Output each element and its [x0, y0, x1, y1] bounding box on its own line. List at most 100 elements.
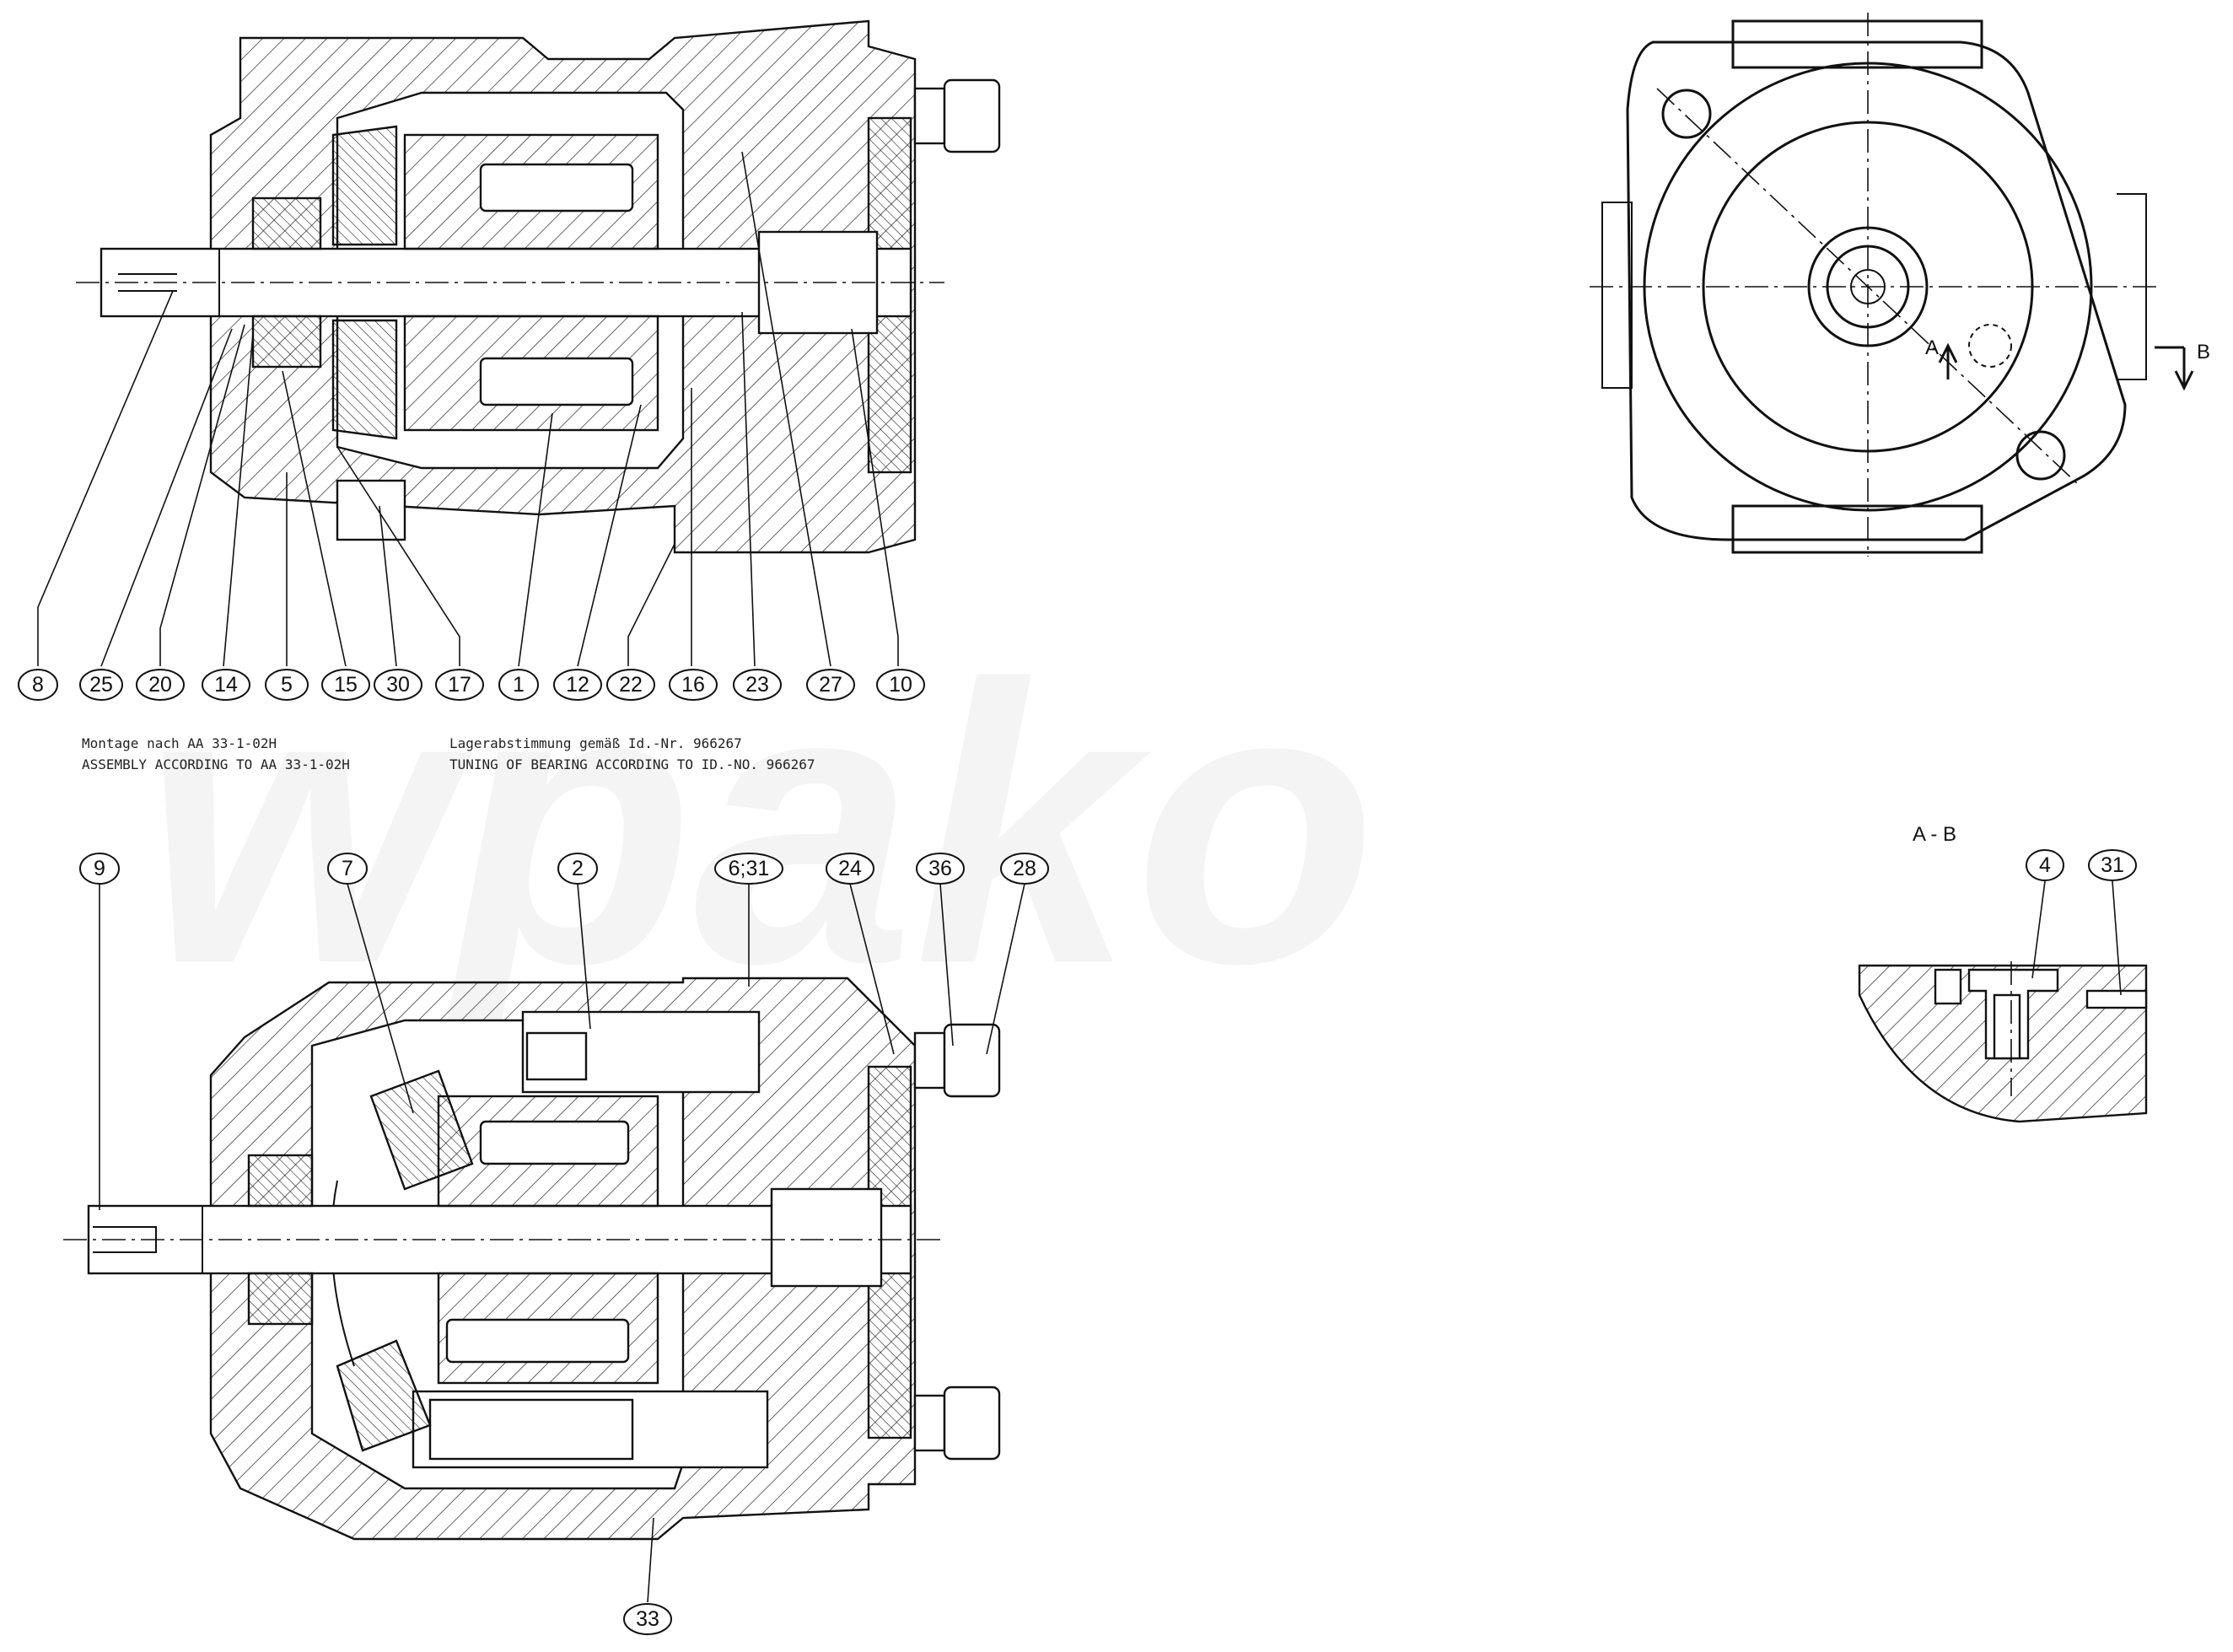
svg-text:17: 17 — [448, 673, 471, 697]
svg-text:7: 7 — [342, 857, 353, 880]
callout-31: 31 — [2088, 849, 2137, 881]
section-title: A - B — [1913, 823, 1956, 846]
front-view-left-boss — [1601, 202, 1633, 389]
callout-6-31: 6;31 — [714, 853, 783, 885]
callouts-bottom: 9 7 2 6;31 24 36 28 33 — [79, 853, 1049, 1635]
svg-text:12: 12 — [566, 673, 589, 697]
callout-30: 30 — [374, 669, 422, 701]
bottom-section-view — [63, 977, 1001, 1541]
svg-text:4: 4 — [2039, 853, 2051, 877]
callout-36: 36 — [916, 853, 965, 885]
detail-notch — [1934, 968, 1962, 1005]
detail-valve-stem — [1993, 993, 2021, 1060]
svg-text:8: 8 — [32, 673, 44, 697]
callout-23: 23 — [733, 669, 782, 701]
callout-2: 2 — [557, 853, 598, 885]
svg-text:10: 10 — [889, 673, 912, 697]
shaft-end-top — [100, 248, 220, 317]
detail-channel — [2085, 989, 2148, 1009]
mounting-hole-2 — [2015, 430, 2066, 481]
note-bearing-de: Lagerabstimmung gemäß Id.-Nr. 966267 — [449, 735, 742, 751]
front-view: A B — [1590, 13, 2210, 557]
bearing-lower-top — [251, 315, 322, 369]
front-view-bottom-boss — [1731, 504, 1983, 554]
svg-text:27: 27 — [819, 673, 842, 697]
callout-27: 27 — [806, 669, 855, 701]
callout-7: 7 — [327, 853, 368, 885]
svg-text:6;31: 6;31 — [729, 857, 770, 880]
callout-4: 4 — [2026, 849, 2064, 881]
svg-text:14: 14 — [214, 673, 238, 697]
callout-20: 20 — [136, 669, 185, 701]
callout-25: 25 — [79, 669, 123, 701]
note-assembly-en: ASSEMBLY ACCORDING TO AA 33-1-02H — [82, 756, 350, 772]
callout-8: 8 — [18, 669, 58, 701]
svg-text:5: 5 — [281, 673, 293, 697]
piston-upper-bottom — [479, 1120, 630, 1165]
svg-text:2: 2 — [572, 857, 584, 880]
svg-text:36: 36 — [928, 857, 952, 880]
control-spring-upper — [525, 1031, 588, 1081]
callout-1: 1 — [498, 669, 539, 701]
control-spring-lower — [428, 1398, 634, 1461]
svg-text:33: 33 — [636, 1607, 659, 1631]
callouts-top: 8 25 20 14 5 15 30 17 1 12 22 16 23 27 1… — [18, 669, 925, 701]
assembly-notes: Montage nach AA 33-1-02H ASSEMBLY ACCORD… — [82, 735, 815, 772]
piston-lower-top — [479, 357, 634, 406]
callout-10: 10 — [876, 669, 925, 701]
top-section-view — [76, 19, 1001, 554]
plug-top — [336, 479, 406, 541]
callout-9: 9 — [79, 853, 120, 885]
swashplate-lower-top — [331, 319, 398, 440]
callout-17: 17 — [435, 669, 484, 701]
callout-16: 16 — [669, 669, 718, 701]
svg-text:1: 1 — [513, 673, 525, 697]
callout-22: 22 — [606, 669, 655, 701]
piston-lower-bottom — [445, 1318, 630, 1364]
note-bearing-en: TUNING OF BEARING ACCORDING TO ID.-NO. 9… — [449, 756, 815, 772]
svg-text:30: 30 — [386, 673, 410, 697]
callout-24: 24 — [826, 853, 874, 885]
svg-text:28: 28 — [1013, 857, 1036, 880]
bolt-head-lower — [943, 1386, 1001, 1461]
svg-text:24: 24 — [838, 857, 862, 880]
mounting-hole-1 — [1661, 89, 1712, 139]
callout-12: 12 — [553, 669, 602, 701]
svg-text:20: 20 — [148, 673, 172, 697]
svg-text:31: 31 — [2101, 853, 2124, 877]
bolt-head-top — [943, 78, 1001, 153]
bottom-leaders — [99, 883, 1025, 1603]
svg-text:15: 15 — [334, 673, 358, 697]
bearing-lower-bottom — [247, 1272, 314, 1326]
svg-text:9: 9 — [94, 857, 105, 880]
callout-15: 15 — [321, 669, 370, 701]
svg-text:23: 23 — [745, 673, 769, 697]
bolt-shank-upper — [913, 1031, 946, 1090]
rear-bore-bottom — [770, 1187, 883, 1288]
callout-33: 33 — [623, 1603, 672, 1635]
bearing-upper-bottom — [247, 1154, 314, 1208]
callout-28: 28 — [1000, 853, 1049, 885]
front-view-top-boss — [1731, 19, 1983, 69]
front-centerline-diag — [1656, 88, 2080, 486]
svg-text:16: 16 — [681, 673, 705, 697]
section-label-b: B — [2197, 341, 2210, 363]
section-label-a: A — [1925, 336, 1939, 359]
bearing-upper-top — [251, 196, 322, 250]
flange-outline — [1626, 40, 2127, 541]
section-hole — [1968, 324, 2012, 368]
callouts-detail: 4 31 — [2026, 849, 2137, 881]
svg-text:25: 25 — [89, 673, 113, 697]
bolt-head-upper — [943, 1023, 1001, 1098]
swashplate-upper-top — [331, 125, 398, 246]
section-arrow-a — [1938, 342, 1958, 379]
callout-5: 5 — [265, 669, 309, 701]
shaft-keyway-top — [118, 273, 177, 292]
section-arrow-b — [2155, 346, 2194, 391]
swashplate-bottom-lower — [336, 1339, 432, 1452]
bolt-shank-top — [913, 87, 946, 145]
detail-a-b: A - B — [1858, 823, 2148, 1123]
bolt-shank-lower — [913, 1394, 946, 1452]
svg-text:22: 22 — [619, 673, 643, 697]
